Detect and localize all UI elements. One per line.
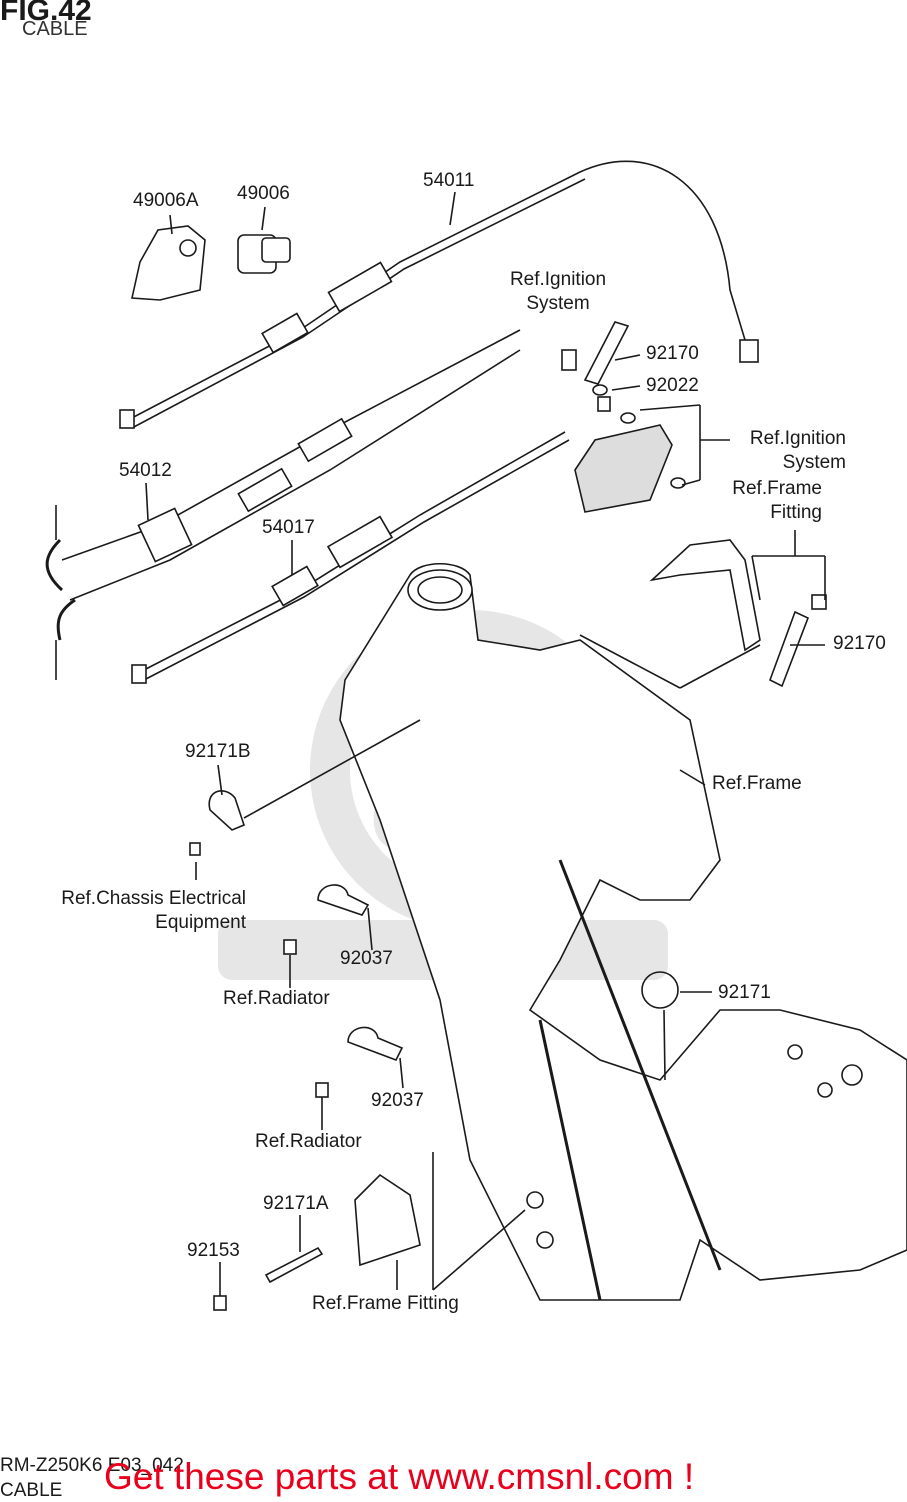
clamp-92171B — [189, 790, 245, 856]
figure-title: FIG.42 — [0, 0, 92, 27]
throttle-housing-part — [131, 225, 206, 301]
clamp-92037-upper — [283, 884, 370, 955]
cta-link[interactable]: Get these parts at www.cmsnl.com ! — [104, 1456, 695, 1497]
ref-frame: Ref.Frame — [712, 773, 802, 794]
callout-54011: 54011 — [423, 170, 475, 191]
ref-chassis-electrical: Ref.Chassis Electrical Equipment — [61, 888, 246, 933]
ignition-parts — [561, 321, 827, 688]
callout-92171: 92171 — [718, 982, 771, 1003]
ref-radiator-upper: Ref.Radiator — [223, 988, 330, 1009]
ref-frame-fitting-upper: Ref.Frame Fitting — [732, 478, 822, 523]
callout-92170-upper: 92170 — [646, 343, 699, 364]
leader-lines — [145, 191, 826, 1296]
clamp-92171-ring — [641, 971, 679, 1009]
callout-49006A: 49006A — [133, 190, 199, 211]
ref-frame-fitting-bottom: Ref.Frame Fitting — [312, 1293, 459, 1314]
cable-54017 — [131, 431, 570, 684]
cable-54011 — [119, 160, 759, 429]
ref-ignition-system-upper: Ref.Ignition System — [509, 269, 607, 314]
bracket-92171A — [213, 1173, 421, 1311]
motorcycle-frame — [339, 563, 907, 1301]
throttle-drum-part — [237, 234, 291, 274]
callout-92153: 92153 — [187, 1240, 240, 1261]
ref-ignition-system-lower: Ref.Ignition System — [749, 428, 846, 473]
callout-54012: 54012 — [119, 460, 172, 481]
footer-subtitle: CABLE — [0, 1480, 63, 1501]
callout-92171A: 92171A — [263, 1193, 329, 1214]
callout-92022: 92022 — [646, 375, 699, 396]
callout-92170-lower: 92170 — [833, 633, 886, 654]
figure-subtitle: CABLE — [22, 18, 88, 40]
callout-92037-upper: 92037 — [340, 948, 393, 969]
clamp-92037-lower — [315, 1026, 404, 1098]
ref-radiator-lower: Ref.Radiator — [255, 1131, 362, 1152]
callout-92037-lower: 92037 — [371, 1090, 424, 1111]
callout-49006: 49006 — [237, 183, 290, 204]
cable-54012 — [45, 329, 521, 680]
callout-54017: 54017 — [262, 517, 315, 538]
model-code: RM-Z250K6 E03_042 — [0, 1455, 184, 1476]
callout-92171B: 92171B — [185, 741, 251, 762]
